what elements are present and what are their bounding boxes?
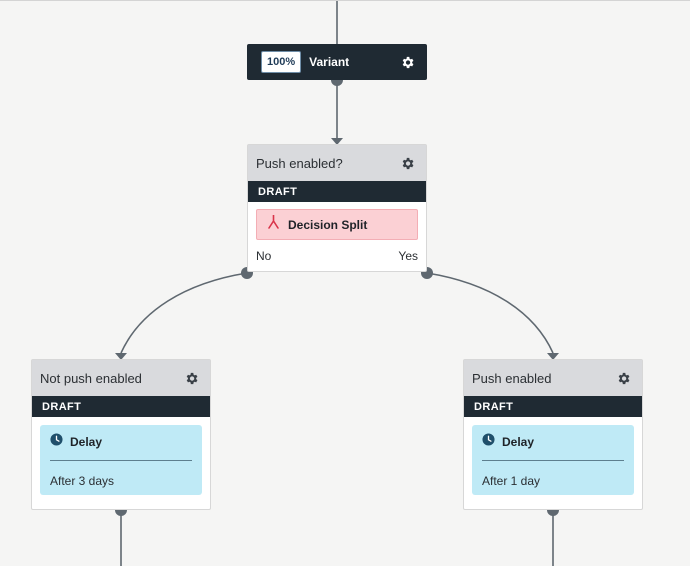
variant-percent: 100%: [261, 51, 302, 73]
branch-labels: No Yes: [248, 240, 426, 263]
connector-no-branch: [120, 272, 248, 354]
status-badge: DRAFT: [32, 396, 210, 417]
node-title: Not push enabled: [40, 370, 142, 386]
arrow-into-left: [115, 353, 127, 360]
action-label: Delay: [70, 435, 103, 449]
action-label: Delay: [502, 435, 535, 449]
branch-no-label: No: [256, 249, 272, 263]
clock-icon: [50, 433, 63, 451]
variant-label: Variant: [309, 55, 350, 69]
status-badge: DRAFT: [464, 396, 642, 417]
decision-split-node[interactable]: Push enabled? DRAFT Decision Split No Ye…: [247, 144, 427, 272]
node-header: Not push enabled: [32, 360, 210, 396]
node-title: Push enabled: [472, 370, 552, 386]
gear-icon[interactable]: [616, 371, 631, 386]
clock-icon: [482, 433, 495, 451]
node-title: Push enabled?: [256, 155, 343, 171]
variant-node[interactable]: 100% Variant: [247, 44, 427, 80]
node-header: Push enabled: [464, 360, 642, 396]
decision-split-action[interactable]: Decision Split: [256, 209, 418, 240]
arrow-into-split: [331, 138, 343, 145]
gear-icon[interactable]: [400, 156, 415, 171]
delay-node-not-push-enabled[interactable]: Not push enabled DRAFT Delay After 3 day…: [31, 359, 211, 510]
delay-description: After 1 day: [482, 474, 541, 488]
delay-description: After 3 days: [50, 474, 115, 488]
branch-yes-label: Yes: [398, 249, 418, 263]
delay-action[interactable]: Delay After 3 days: [40, 425, 202, 495]
status-badge: DRAFT: [248, 181, 426, 202]
delay-node-push-enabled[interactable]: Push enabled DRAFT Delay After 1 day: [463, 359, 643, 510]
gear-icon[interactable]: [184, 371, 199, 386]
fork-icon: [267, 214, 280, 234]
action-label: Decision Split: [288, 217, 368, 232]
arrow-into-right: [547, 353, 559, 360]
divider: [50, 460, 192, 461]
gear-icon[interactable]: [400, 55, 415, 70]
node-header: Push enabled?: [248, 145, 426, 181]
divider: [482, 460, 624, 461]
delay-action[interactable]: Delay After 1 day: [472, 425, 634, 495]
connector-yes-branch: [426, 272, 554, 354]
